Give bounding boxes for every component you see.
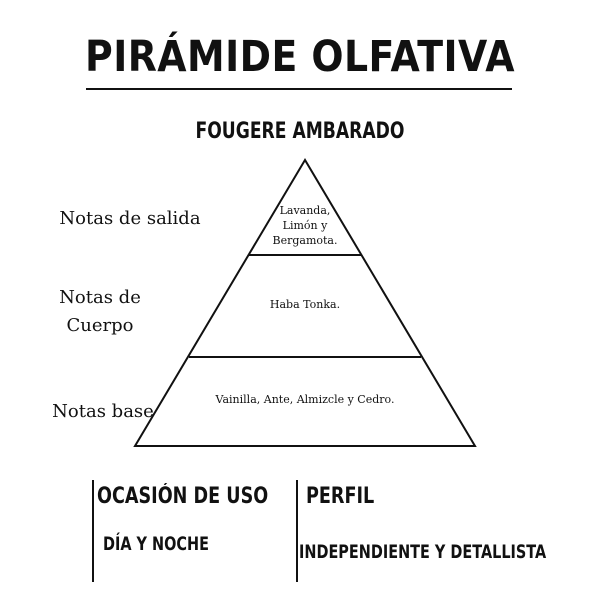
tier-notes-top: Lavanda, Limón y Bergamota. (255, 203, 355, 248)
tier-notes-line: Haba Tonka. (269, 298, 341, 311)
tier-notes-middle: Haba Tonka. (235, 297, 375, 312)
tier-label-base: Notas base (44, 398, 162, 426)
tier-notes-line: Lavanda, (279, 204, 331, 217)
tier-label-line: Notas de salida (59, 208, 201, 229)
occasion-value: DÍA Y NOCHE (103, 533, 209, 555)
occasion-heading: OCASIÓN DE USO (97, 484, 269, 509)
fragrance-name: FOUGERE AMBARADO (195, 119, 405, 144)
tier-label-line: Notas base (52, 401, 154, 422)
tier-notes-line: Bergamota. (272, 234, 338, 247)
pyramid-outline (133, 158, 477, 447)
tier-notes-line: Vainilla, Ante, Almizcle y Cedro. (215, 393, 395, 406)
tier-label-line: Notas de (59, 287, 141, 308)
tier-notes-base: Vainilla, Ante, Almizcle y Cedro. (195, 392, 415, 407)
occasion-divider (92, 480, 94, 582)
tier-label-line: Cuerpo (66, 315, 134, 336)
tier-label-top: Notas de salida (30, 205, 230, 233)
profile-divider (296, 480, 298, 582)
tier-notes-line: Limón y (282, 219, 328, 232)
title-underline (86, 88, 512, 90)
profile-value: INDEPENDIENTE Y DETALLISTA (299, 541, 547, 563)
profile-heading: PERFIL (306, 484, 375, 509)
page-title: PIRÁMIDE OLFATIVA (85, 32, 515, 82)
tier-label-middle: Notas de Cuerpo (40, 284, 160, 340)
